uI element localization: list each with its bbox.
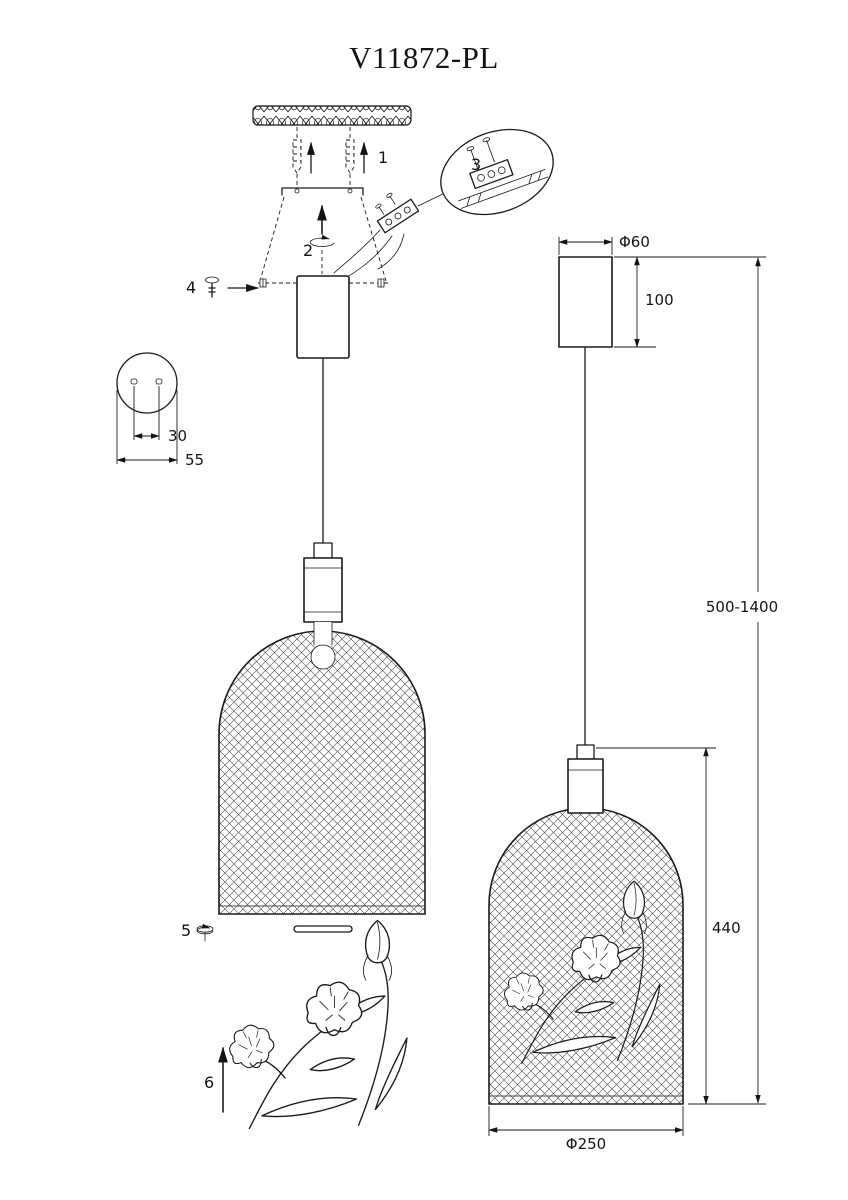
step-1-label: 1 xyxy=(378,148,388,167)
canopy-end-screws xyxy=(259,278,385,288)
shade-diameter-label: Φ250 xyxy=(566,1135,606,1153)
exploded-assembly-view: 1 2 xyxy=(116,105,554,1129)
mesh-lampshade xyxy=(218,621,426,915)
canopy-diameter-dim: Φ60 xyxy=(558,233,650,255)
bulb xyxy=(310,644,336,670)
canopy xyxy=(558,256,613,348)
bracket-width-dim: 55 xyxy=(185,451,204,469)
lamp-socket xyxy=(567,744,604,814)
bracket-detail-view: 30 55 xyxy=(116,352,204,469)
terminal-block xyxy=(375,192,420,234)
ceiling-mounting-strip xyxy=(252,105,412,126)
canopy-height-label: 100 xyxy=(645,291,674,309)
rotate-arrow xyxy=(196,923,214,935)
dimensioned-assembled-view: Φ60 100 500-1400 xyxy=(488,233,778,1153)
hole-spacing-dim: 30 xyxy=(168,427,187,445)
step-2-label: 2 xyxy=(303,241,313,260)
canopy-height-dim: 100 xyxy=(614,256,674,348)
mounting-bracket: 2 xyxy=(259,187,387,282)
shade-height-label: 440 xyxy=(712,919,741,937)
shade-height-dim: 440 xyxy=(596,747,741,1105)
canopy-side-screw: 4 xyxy=(186,276,260,298)
step-5-label: 5 xyxy=(181,921,191,940)
suspension-height-dim: 500-1400 xyxy=(614,256,778,1105)
canopy-diameter-label: Φ60 xyxy=(619,233,650,251)
page-title: V11872-PL xyxy=(349,40,499,75)
lamp-socket xyxy=(303,542,343,623)
ceiling-canopy xyxy=(296,275,350,359)
shade-diameter-dim: Φ250 xyxy=(488,1106,684,1153)
step-3-label: 3 xyxy=(471,155,481,174)
wall-anchors: 1 xyxy=(292,139,388,174)
rotate-arrow xyxy=(309,234,335,247)
flower-decor-left xyxy=(224,921,407,1129)
terminal-detail-callout xyxy=(440,128,554,216)
step-4-label: 4 xyxy=(186,278,196,297)
step-6-label: 6 xyxy=(204,1073,214,1092)
callout-leader-line xyxy=(417,191,448,207)
supply-wires xyxy=(333,229,405,281)
decor-insert-arrow: 6 xyxy=(204,1046,228,1113)
suspension-height-label: 500-1400 xyxy=(706,598,778,616)
bottom-bar-fastener: 5 xyxy=(181,921,353,942)
